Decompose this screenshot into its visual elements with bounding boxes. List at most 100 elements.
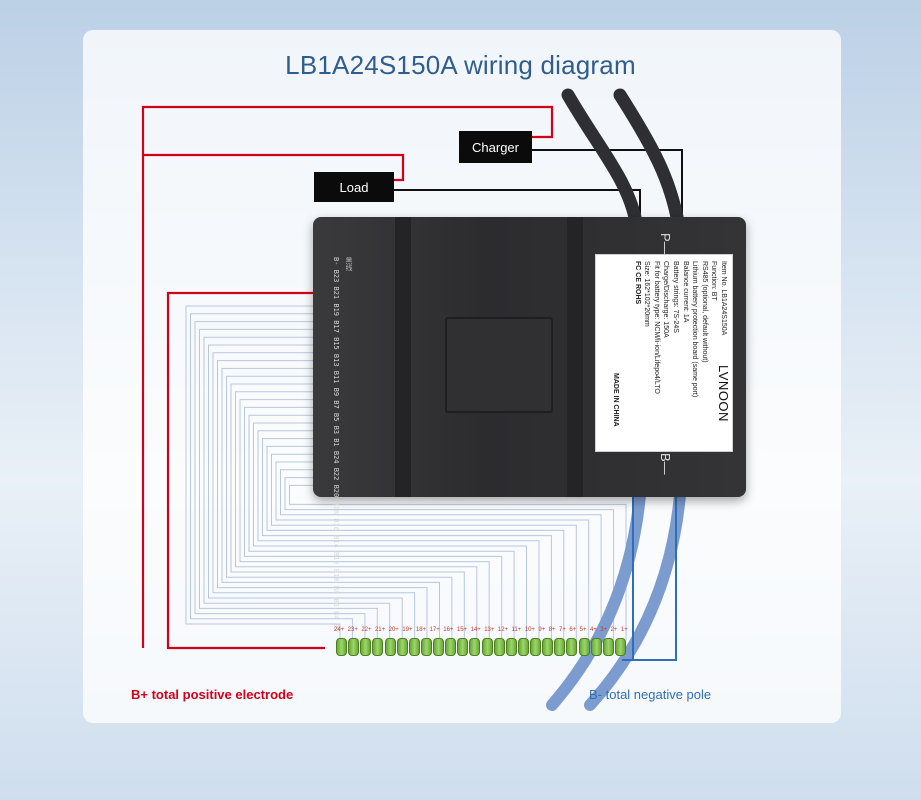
certification-marks: FC CE ROHS (633, 261, 641, 305)
battery-cell (445, 638, 457, 656)
cell-number: 16+ (443, 627, 454, 633)
battery-cell (384, 638, 396, 656)
diagram-title: LB1A24S150A wiring diagram (285, 50, 636, 80)
b-minus-caption: B- total negative pole (589, 687, 712, 702)
battery-cell (517, 638, 529, 656)
battery-cell (469, 638, 481, 656)
p-minus-cable-left (561, 88, 643, 229)
cell-number: 17+ (429, 627, 440, 633)
balance-lead (194, 321, 366, 640)
cell-number: 22+ (361, 627, 372, 633)
battery-cell (578, 638, 590, 656)
cell-number: 15+ (456, 627, 468, 633)
balance-lead (244, 406, 503, 640)
battery-cell (566, 638, 578, 656)
product-spec-line: Balance current: 1A (681, 261, 689, 323)
cell-number: 19+ (402, 627, 413, 633)
cell-number: 3+ (600, 627, 608, 633)
cell-number: 6+ (569, 627, 577, 633)
battery-cell (554, 638, 566, 656)
cell-number: 14+ (470, 627, 481, 633)
balance-lead (190, 313, 353, 640)
balance-lead (199, 328, 378, 640)
balance-lead (266, 445, 565, 640)
battery-cell (433, 638, 444, 656)
cell-number: 9+ (538, 627, 546, 633)
balance-lead (271, 453, 577, 640)
battery-cell (360, 638, 372, 656)
b-minus-cable-left (546, 489, 646, 711)
battery-cell (372, 638, 384, 656)
charger-box: Charger (459, 131, 532, 163)
cell-number: 10+ (524, 627, 535, 633)
load-box: Load (314, 172, 394, 202)
battery-cell (481, 638, 493, 656)
battery-cell (614, 638, 626, 656)
battery-cell (602, 638, 614, 656)
cell-number: 11+ (511, 627, 522, 633)
cell-number: 12+ (497, 627, 509, 633)
board-center-pad (445, 317, 553, 413)
b-plus-caption: B+ total positive electrode (131, 687, 294, 702)
balance-lead (203, 336, 391, 640)
balance-leads (185, 305, 627, 640)
b-minus-terminal-label: B— (658, 453, 673, 475)
product-spec-line: Size: 162*102*20mm (643, 261, 651, 327)
balance-lead (262, 438, 552, 640)
cell-number: 8+ (548, 627, 556, 633)
battery-cell (542, 638, 554, 656)
charger-negative-wire (532, 149, 683, 230)
p-minus-terminal-label: P— (658, 233, 673, 255)
cell-number: 7+ (559, 627, 566, 633)
battery-cell (457, 638, 469, 656)
battery-cell (336, 638, 347, 656)
battery-cell (590, 638, 602, 656)
balance-lead (235, 391, 478, 640)
balance-lead (221, 367, 440, 640)
cell-number: 21+ (374, 627, 386, 633)
product-spec-line: Charge/Discharge: 150A (662, 261, 670, 338)
balance-lead (208, 344, 403, 640)
balance-lead (284, 477, 615, 640)
cell-number: 2+ (610, 627, 618, 633)
balance-lead (230, 383, 465, 640)
b-minus-wire-outer (633, 497, 677, 661)
balance-lead (239, 399, 490, 640)
charger-positive-wire (141, 105, 554, 155)
product-spec-line: RS485 (optional, default without) (700, 261, 708, 363)
board-rail-right (567, 217, 583, 497)
cell-terminal-numbers: 24+23+22+21+20+19+18+17+16+15+14+13+12+1… (334, 627, 628, 637)
product-spec-line: Lithium battery protection board (same p… (691, 261, 699, 398)
board-rail-left (395, 217, 411, 497)
balance-lead (275, 461, 590, 640)
battery-cell (420, 638, 432, 656)
battery-cell (396, 638, 408, 656)
battery-cell (348, 638, 360, 656)
balance-lead (226, 375, 453, 640)
balance-lead (217, 360, 428, 640)
balance-pin-labels: B- B23 B21 B19 B17 B15 B13 B11 B9 B7 B5 … (332, 257, 340, 633)
balance-lead (185, 305, 341, 640)
cell-number: 24+ (334, 627, 345, 633)
cell-number: 23+ (347, 627, 358, 633)
cell-number: 1+ (620, 627, 628, 633)
battery-cell (493, 638, 505, 656)
cell-number: 20+ (388, 627, 399, 633)
cell-number: 5+ (579, 627, 587, 633)
battery-cell (408, 638, 420, 656)
load-positive-wire (141, 153, 405, 648)
battery-cell (530, 638, 541, 656)
balance-lead (257, 430, 540, 640)
balance-pin-header-label: 黑线 (345, 257, 352, 271)
product-spec-line: Fit for battery type: NCM/li-ion/Lifepo4… (652, 261, 660, 394)
cell-number: 13+ (484, 627, 495, 633)
battery-cell-row (336, 638, 626, 656)
balance-lead (212, 352, 416, 640)
product-spec-line: Battery strings: 7S-24S (672, 261, 680, 333)
cell-number: 18+ (415, 627, 427, 633)
p-minus-cable-right (613, 88, 685, 229)
